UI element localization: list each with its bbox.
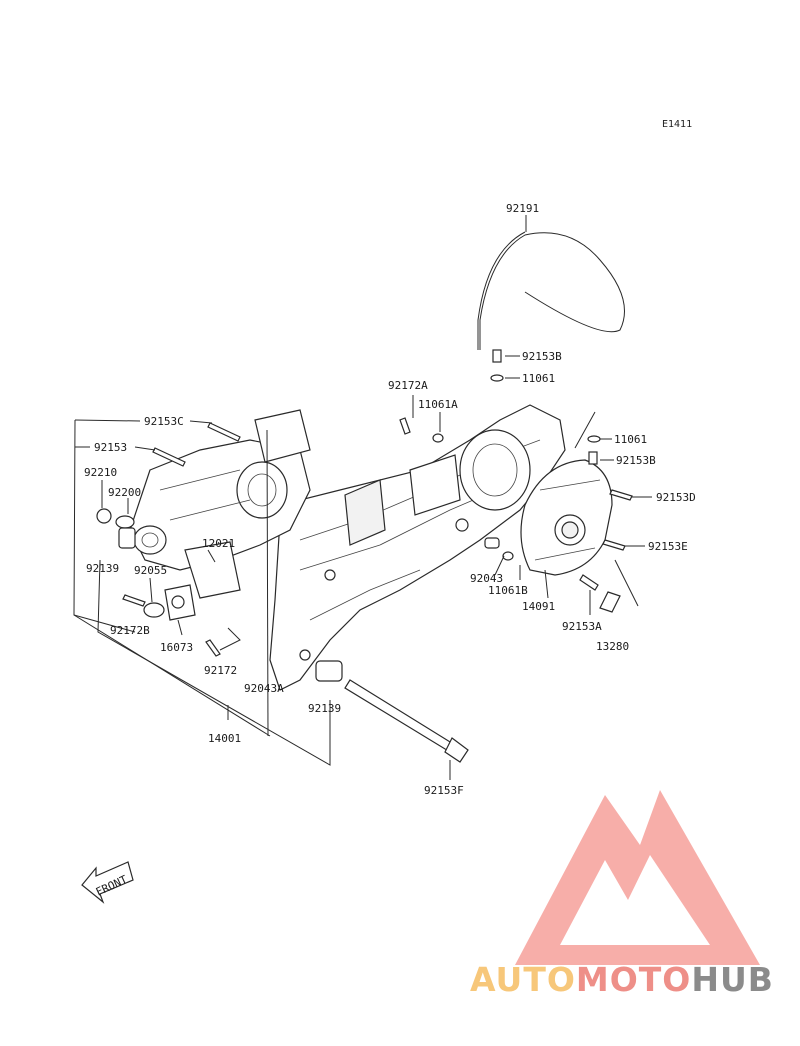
label-92172A: 92172A xyxy=(388,379,428,392)
right-side-cover xyxy=(520,459,613,576)
label-92043: 92043 xyxy=(470,572,503,585)
label-92210: 92210 xyxy=(84,466,117,479)
label-92172: 92172 xyxy=(204,664,237,677)
label-92153B-right: 92153B xyxy=(616,454,656,467)
front-direction-arrow: FRONT xyxy=(81,861,134,904)
label-92191: 92191 xyxy=(506,202,539,215)
watermark-logo-icon xyxy=(515,790,760,965)
label-13280: 13280 xyxy=(596,640,629,653)
label-92153E: 92153E xyxy=(648,540,688,553)
label-92153D: 92153D xyxy=(656,491,696,504)
label-92055: 92055 xyxy=(134,564,167,577)
label-92139-left: 92139 xyxy=(86,562,119,575)
drive-belt xyxy=(477,231,625,350)
label-92153C: 92153C xyxy=(144,415,184,428)
label-11061-top: 11061 xyxy=(522,372,555,385)
label-92043A: 92043A xyxy=(244,682,284,695)
label-92153A: 92153A xyxy=(562,620,602,633)
label-92153F: 92153F xyxy=(424,784,464,797)
leader-lines xyxy=(73,215,652,780)
label-12021: 12021 xyxy=(202,537,235,550)
label-92172B: 92172B xyxy=(110,624,150,637)
label-11061A: 11061A xyxy=(418,398,458,411)
left-engine-section xyxy=(129,409,311,571)
label-14001: 14001 xyxy=(208,732,241,745)
label-14091: 14091 xyxy=(522,600,555,613)
label-11061B: 11061B xyxy=(488,584,528,597)
crankcase-housing xyxy=(269,404,566,691)
watermark-brand: AUTOMOTOHUB xyxy=(470,960,774,999)
small-parts xyxy=(96,349,633,763)
label-92153B-top: 92153B xyxy=(522,350,562,363)
watermark-auto: AUTO xyxy=(470,960,576,999)
label-92153: 92153 xyxy=(94,441,127,454)
label-11061-right: 11061 xyxy=(614,433,647,446)
label-92139-bottom: 92139 xyxy=(308,702,341,715)
label-16073: 16073 xyxy=(160,641,193,654)
part-labels: 92191 92153B 11061 92172A 11061A 92153C … xyxy=(84,202,696,797)
diagram-code: E1411 xyxy=(662,119,693,130)
watermark-hub: HUB xyxy=(691,960,774,999)
watermark-moto: MOTO xyxy=(575,960,692,999)
label-92200: 92200 xyxy=(108,486,141,499)
